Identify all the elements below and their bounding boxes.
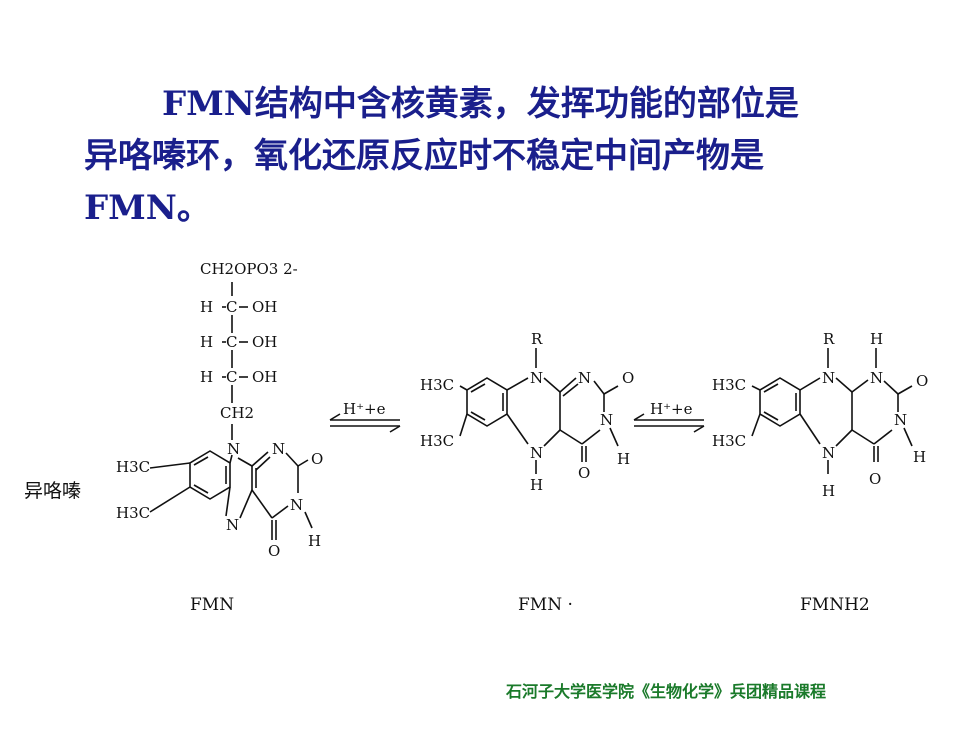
- heading-line-2: 异咯嗪环，氧化还原反应时不稳定中间产物是: [84, 136, 764, 176]
- oh-group: OH: [252, 368, 277, 386]
- compound-label-fmn: FMN: [190, 595, 234, 615]
- h-atom: H: [200, 333, 213, 351]
- h-atom: H: [200, 368, 213, 386]
- c-atom: C: [226, 298, 237, 316]
- n-atom: N: [530, 444, 543, 462]
- n-atom: N: [870, 369, 883, 387]
- c-atom: C: [226, 333, 237, 351]
- o-atom: O: [578, 464, 590, 482]
- r-group: R: [531, 330, 543, 348]
- o-atom: O: [311, 450, 323, 468]
- o-atom: O: [268, 542, 280, 560]
- c-atom: C: [226, 368, 237, 386]
- methyl-group: H3C: [712, 376, 746, 394]
- compound-label-fmnh2: FMNH2: [800, 595, 870, 615]
- h-atom: H: [308, 532, 321, 550]
- n-atom: N: [290, 496, 303, 514]
- reaction-scheme: CH2OPO3 2- H C OH H C OH H C OH CH2 N N …: [116, 260, 928, 615]
- n-atom: N: [226, 516, 239, 534]
- methyl-group: H3C: [420, 376, 454, 394]
- course-footer: 石河子大学医学院《生物化学》兵团精品课程: [506, 682, 827, 701]
- oh-group: OH: [252, 298, 277, 316]
- n-atom: N: [822, 369, 835, 387]
- h-atom: H: [822, 482, 835, 500]
- heading: FMN结构中含核黄素，发挥功能的部位是 异咯嗪环，氧化还原反应时不稳定中间产物是…: [84, 78, 904, 234]
- o-atom: O: [622, 369, 634, 387]
- phosphate-group: CH2OPO3 2-: [200, 260, 298, 278]
- n-atom: N: [894, 411, 907, 429]
- n-atom: N: [272, 440, 285, 458]
- h-atom: H: [913, 448, 926, 466]
- isoalloxazine-label: 异咯嗪: [24, 480, 82, 502]
- o-atom: O: [916, 372, 928, 390]
- bond-lines: [149, 282, 913, 540]
- n-atom: N: [530, 369, 543, 387]
- heading-line-3: FMN。: [84, 188, 211, 228]
- heading-line-1: FMN结构中含核黄素，发挥功能的部位是: [162, 84, 799, 124]
- o-atom: O: [869, 470, 881, 488]
- arrow-label: H⁺+e: [650, 400, 693, 418]
- h-atom: H: [200, 298, 213, 316]
- n-atom: N: [227, 440, 240, 458]
- h-atom: H: [870, 330, 883, 348]
- methyl-group: H3C: [116, 504, 150, 522]
- n-atom: N: [578, 369, 591, 387]
- compound-label-fmn-semiquinone: FMN ·: [518, 595, 573, 615]
- methyl-group: H3C: [420, 432, 454, 450]
- r-group: R: [823, 330, 835, 348]
- arrow-label: H⁺+e: [343, 400, 386, 418]
- oh-group: OH: [252, 333, 277, 351]
- h-atom: H: [617, 450, 630, 468]
- methyl-group: H3C: [116, 458, 150, 476]
- n-atom: N: [600, 411, 613, 429]
- h-atom: H: [530, 476, 543, 494]
- ch2-group: CH2: [220, 404, 254, 422]
- methyl-group: H3C: [712, 432, 746, 450]
- n-atom: N: [822, 444, 835, 462]
